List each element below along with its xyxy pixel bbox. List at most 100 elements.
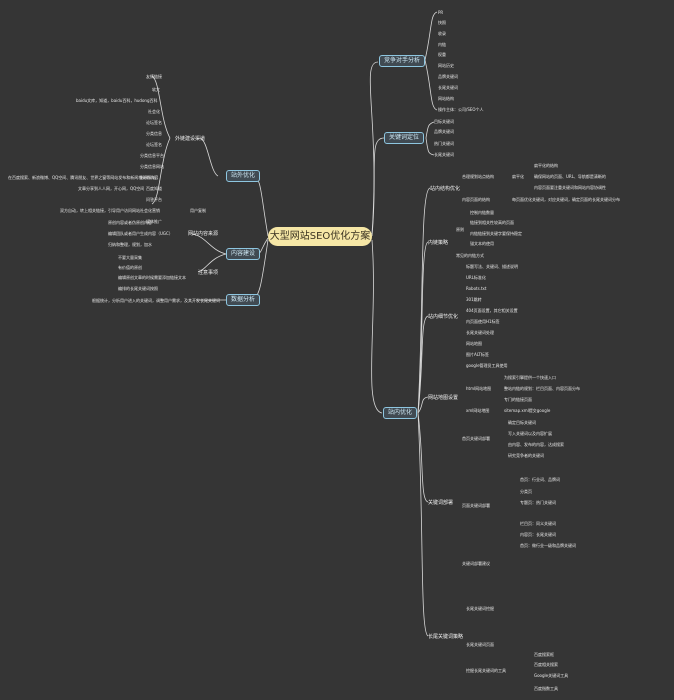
onsite-keyword-detail: 分类页 bbox=[520, 489, 532, 494]
onsite-keyword-detail: 栏目页：同义关键词 bbox=[520, 521, 556, 526]
competitor-item: 品牌关键词 bbox=[438, 74, 458, 79]
offsite-item: 问答平台 bbox=[146, 197, 162, 202]
onsite-structure: 站内结构优化 bbox=[430, 186, 461, 192]
onsite-longtail-item: 长尾关键词页面 bbox=[466, 642, 494, 647]
onsite-sitemap-item: html网站地图 bbox=[466, 386, 492, 391]
onsite-detail-item: Robots.txt bbox=[466, 286, 487, 291]
offsite-item: 分类信息平台 bbox=[140, 153, 164, 158]
onsite-structure-detail: 扁平化 bbox=[512, 174, 524, 179]
offsite-note: 用户复制 bbox=[190, 208, 206, 213]
onsite-keyword-detail: 写入关键词以及内容扩展 bbox=[508, 431, 552, 436]
offsite-item: 论坛签名 bbox=[146, 120, 162, 125]
branch-keyword-positioning[interactable]: 关键词定位 bbox=[384, 132, 425, 144]
onsite-keyword-deploy: 关键词部署 bbox=[428, 500, 454, 506]
onsite-link-detail: 内链链接到关键字要保持稳定 bbox=[470, 231, 522, 236]
onsite-sitemap: 网站地图设置 bbox=[428, 395, 459, 401]
offsite-sub-channels: 外链建设渠道 bbox=[175, 136, 206, 142]
content-note-item: 编辑原创文章的时候需要添加链接文本 bbox=[118, 275, 186, 280]
offsite-item: 软文 bbox=[152, 87, 160, 92]
content-sources: 网站内容来源 bbox=[188, 231, 219, 237]
onsite-link-item: 原则 bbox=[456, 227, 464, 232]
offsite-item: 社会化 bbox=[148, 109, 160, 114]
content-source-item: 归纳和整理，规划，加水 bbox=[108, 242, 152, 247]
onsite-link-detail: 锚文本的使用 bbox=[470, 241, 494, 246]
offsite-note: 文章分享到人人网，开心网，QQ空间 bbox=[78, 186, 145, 191]
onsite-keyword-detail: 专题页：热门关键词 bbox=[520, 500, 556, 505]
onsite-detail-item: 301跳转 bbox=[466, 297, 482, 302]
onsite-structure-detail: 内容页面要注重关键词和网站内容协调性 bbox=[534, 185, 606, 190]
content-notes: 注意事项 bbox=[198, 270, 219, 276]
onsite-structure-item: 内容页面的结构 bbox=[462, 197, 490, 202]
onsite-keyword-detail: 内容页：长尾关键词 bbox=[520, 532, 556, 537]
onsite-longtail-tool: 百度相关搜索 bbox=[534, 662, 558, 667]
offsite-item: 媒体推广 bbox=[146, 219, 162, 224]
competitor-item: PR bbox=[438, 10, 444, 15]
onsite-keyword-item: 首页关键词部署 bbox=[462, 436, 490, 441]
branch-content-building[interactable]: 内容建设 bbox=[226, 248, 261, 260]
onsite-sitemap-detail: sitemap.xml提交google bbox=[504, 408, 551, 413]
onsite-structure-detail: 确保网站的页面、URL、导航都是清晰的 bbox=[534, 174, 606, 179]
competitor-item: 长尾关键词 bbox=[438, 85, 458, 90]
onsite-keyword-item: 关键词部署建议 bbox=[462, 561, 490, 566]
root-node[interactable]: 大型网站SEO优化方案 bbox=[268, 227, 372, 246]
competitor-item: 网站历史 bbox=[438, 63, 454, 68]
offsite-item: 友情链接 bbox=[146, 74, 162, 79]
onsite-detail-item: 长尾关键词处理 bbox=[466, 330, 494, 335]
onsite-detail-item: 404页面设置，其它相关设置 bbox=[466, 308, 518, 313]
branch-data-analysis[interactable]: 数据分析 bbox=[226, 294, 261, 306]
onsite-details: 站内细节优化 bbox=[428, 314, 459, 320]
content-note-item: 有价值的原创 bbox=[118, 265, 142, 270]
onsite-link-item: 常见的内链方式 bbox=[456, 253, 484, 258]
competitor-item: 网站结构 bbox=[438, 96, 454, 101]
onsite-longtail-item: 挖掘长尾关键词的工具 bbox=[466, 668, 506, 673]
offsite-item: 新闻网站 bbox=[140, 175, 156, 180]
content-note-item: 不要大量采集 bbox=[118, 255, 142, 260]
offsite-note: 双方自动，转上相关链接，引导用户访问网站 bbox=[60, 208, 140, 213]
offsite-item: 论坛签名 bbox=[146, 142, 162, 147]
competitor-item: 收录 bbox=[438, 31, 446, 36]
onsite-detail-item: google管理员工具使用 bbox=[466, 363, 508, 368]
onsite-detail-item: 图片ALT标签 bbox=[466, 352, 489, 357]
onsite-longtail-tool: Google关键词工具 bbox=[534, 673, 569, 678]
onsite-internal-links: 内链策略 bbox=[428, 240, 449, 246]
branch-offsite-optimization[interactable]: 站外优化 bbox=[226, 170, 261, 182]
offsite-item: 分类信息 bbox=[146, 131, 162, 136]
offsite-item: 分类信息网站 bbox=[140, 164, 164, 169]
onsite-longtail-item: 长尾关键词挖掘 bbox=[466, 606, 494, 611]
onsite-keyword-detail: 研究竞争者的关键词 bbox=[508, 453, 544, 458]
competitor-item: 内链 bbox=[438, 42, 446, 47]
onsite-link-detail: 链接到相关性较高的页面 bbox=[470, 220, 514, 225]
content-source-item: 编辑团队或者用户生成内容（UGC） bbox=[108, 231, 173, 236]
onsite-structure-detail: 每页面优化关键词，对应关键词，确定页面的长尾关键词分布 bbox=[512, 197, 620, 202]
competitor-item: 快照 bbox=[438, 20, 446, 25]
onsite-keyword-detail: 确定目标关键词 bbox=[508, 420, 536, 425]
offsite-item: 百度知道 bbox=[146, 186, 162, 191]
onsite-link-detail: 控制内链数量 bbox=[470, 210, 494, 215]
onsite-sitemap-detail: 为搜索引擎提供一个快速入口 bbox=[504, 375, 556, 380]
onsite-sitemap-detail: 整站内链的规划：栏目页面、内容页面分布 bbox=[504, 386, 580, 391]
offsite-note: 在百度搜索、新浪微博、QQ空间、腾讯朋友、世界之窗等网站发布和新闻相关的内容 bbox=[8, 175, 159, 180]
onsite-structure-item: 合理规划站点结构 bbox=[462, 174, 494, 179]
onsite-detail-item: 标题写法、关键词、描述说明 bbox=[466, 264, 518, 269]
data-analysis-item: 根据统计，分析用户进入的关键词，调整用户需求，及其开发长尾关键词 bbox=[92, 298, 220, 303]
branch-onsite-optimization[interactable]: 站内优化 bbox=[383, 407, 418, 419]
content-note-item: 编排的长尾关键词按照 bbox=[118, 286, 158, 291]
onsite-keyword-detail: 首页：做行业一级和品牌关键词 bbox=[520, 543, 576, 548]
onsite-detail-item: 内页面使用H1标签 bbox=[466, 319, 500, 324]
onsite-longtail-tool: 百度指数工具 bbox=[534, 686, 558, 691]
onsite-structure-detail: 扁平化的结构 bbox=[534, 163, 558, 168]
onsite-detail-item: 网站地图 bbox=[466, 341, 482, 346]
onsite-detail-item: URL标准化 bbox=[466, 275, 486, 280]
offsite-item: 社会化营销 bbox=[140, 208, 160, 213]
competitor-item: 操作主体：公司/SEO个人 bbox=[438, 107, 484, 112]
onsite-longtail: 长尾关键词策略 bbox=[428, 634, 464, 640]
onsite-longtail-tool: 百度搜索框 bbox=[534, 652, 554, 657]
onsite-sitemap-item: xml网站地图 bbox=[466, 408, 490, 413]
keyword-item: 目标关键词 bbox=[434, 119, 454, 124]
branch-competitor-analysis[interactable]: 竞争对手分析 bbox=[379, 55, 426, 67]
offsite-item: baidu文库，知道，baidu百科，hudong百科 bbox=[76, 98, 158, 103]
keyword-item: 长尾关键词 bbox=[434, 152, 454, 157]
competitor-item: 权重 bbox=[438, 52, 446, 57]
